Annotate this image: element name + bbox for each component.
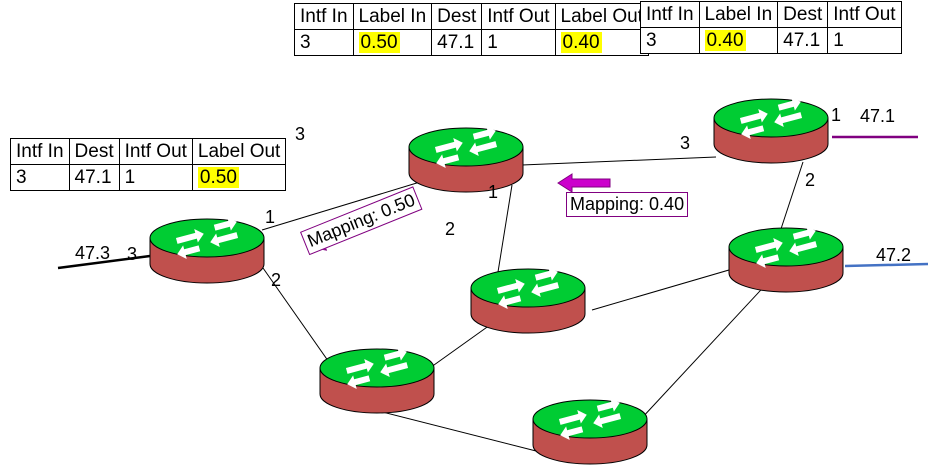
intf-label: 1 bbox=[831, 105, 842, 125]
table-row: 3 0.40 47.1 1 bbox=[640, 27, 902, 54]
table-cell: 1 bbox=[118, 164, 193, 191]
column-header: Label In bbox=[352, 3, 433, 30]
table-cell: 3 bbox=[294, 29, 354, 56]
lfib-table-middle: Intf In Label In Dest Intf Out Label Out… bbox=[294, 3, 649, 56]
table-cell: 47.1 bbox=[777, 27, 829, 54]
column-header: Intf In bbox=[640, 1, 700, 28]
intf-label: 1 bbox=[265, 207, 276, 227]
router-bottom[interactable] bbox=[532, 395, 648, 465]
label-in-highlight: 0.50 bbox=[358, 32, 400, 53]
intf-label: 3 bbox=[295, 124, 306, 144]
table-header-row: Intf In Dest Intf Out Label Out bbox=[10, 138, 287, 165]
lfib-table-left: Intf In Dest Intf Out Label Out 3 47.1 1… bbox=[10, 138, 287, 191]
intf-label: 1 bbox=[488, 182, 499, 202]
lfib-table-right: Intf In Label In Dest Intf Out 3 0.40 47… bbox=[640, 1, 902, 54]
table-cell: 47.1 bbox=[431, 29, 483, 56]
router-topright[interactable] bbox=[713, 94, 829, 164]
router-bottomleft[interactable] bbox=[319, 344, 435, 414]
mapping-box-right: Mapping: 0.40 bbox=[566, 192, 689, 217]
link-right-to-bottom bbox=[639, 277, 773, 421]
intf-label: 3 bbox=[680, 133, 691, 153]
table-cell: 1 bbox=[481, 29, 556, 56]
column-header: Label In bbox=[698, 1, 779, 28]
link-47-3 bbox=[57, 254, 151, 270]
router-top[interactable] bbox=[408, 123, 524, 193]
label-in-highlight: 0.40 bbox=[704, 30, 746, 51]
link-topright-to-right bbox=[777, 161, 804, 239]
dest-label-47-3: 47.3 bbox=[75, 243, 111, 263]
intf-label: 3 bbox=[127, 244, 138, 264]
column-header: Intf Out bbox=[118, 138, 193, 165]
dest-label-47-1: 47.1 bbox=[860, 106, 896, 126]
link-top-to-center bbox=[497, 184, 513, 273]
router-left[interactable] bbox=[149, 214, 265, 284]
column-header: Label Out bbox=[554, 3, 649, 30]
column-header: Intf In bbox=[294, 3, 354, 30]
table-cell: 0.40 bbox=[554, 29, 649, 56]
table-cell: 0.40 bbox=[698, 27, 779, 54]
table-cell: 3 bbox=[10, 164, 70, 191]
table-cell: 0.50 bbox=[191, 164, 287, 191]
table-header-row: Intf In Label In Dest Intf Out Label Out bbox=[294, 3, 649, 30]
router-center[interactable] bbox=[470, 264, 586, 334]
link-47-2 bbox=[844, 262, 929, 268]
column-header: Intf Out bbox=[827, 1, 902, 28]
column-header: Dest bbox=[68, 138, 120, 165]
intf-label: 2 bbox=[271, 270, 282, 290]
link-top-to-topright bbox=[521, 156, 717, 166]
column-header: Dest bbox=[777, 1, 829, 28]
intf-label: 2 bbox=[805, 170, 816, 190]
table-cell: 47.1 bbox=[68, 164, 120, 191]
mapping-label-right: Mapping: 0.40 bbox=[570, 194, 685, 214]
link-left-to-top bbox=[261, 181, 421, 231]
column-header: Dest bbox=[431, 3, 483, 30]
table-row: 3 47.1 1 0.50 bbox=[10, 164, 287, 191]
label-out-highlight: 0.50 bbox=[197, 167, 239, 188]
dest-label-47-2: 47.2 bbox=[876, 245, 912, 265]
label-out-highlight: 0.40 bbox=[560, 32, 602, 53]
router-right[interactable] bbox=[728, 223, 844, 293]
table-header-row: Intf In Label In Dest Intf Out bbox=[640, 1, 902, 28]
table-cell: 1 bbox=[827, 27, 902, 54]
column-header: Label Out bbox=[191, 138, 287, 165]
table-row: 3 0.50 47.1 1 0.40 bbox=[294, 29, 649, 56]
intf-label: 2 bbox=[445, 219, 456, 239]
table-cell: 0.50 bbox=[352, 29, 433, 56]
column-header: Intf In bbox=[10, 138, 70, 165]
column-header: Intf Out bbox=[481, 3, 556, 30]
table-cell: 3 bbox=[640, 27, 700, 54]
mapping-arrow-right bbox=[557, 173, 611, 193]
